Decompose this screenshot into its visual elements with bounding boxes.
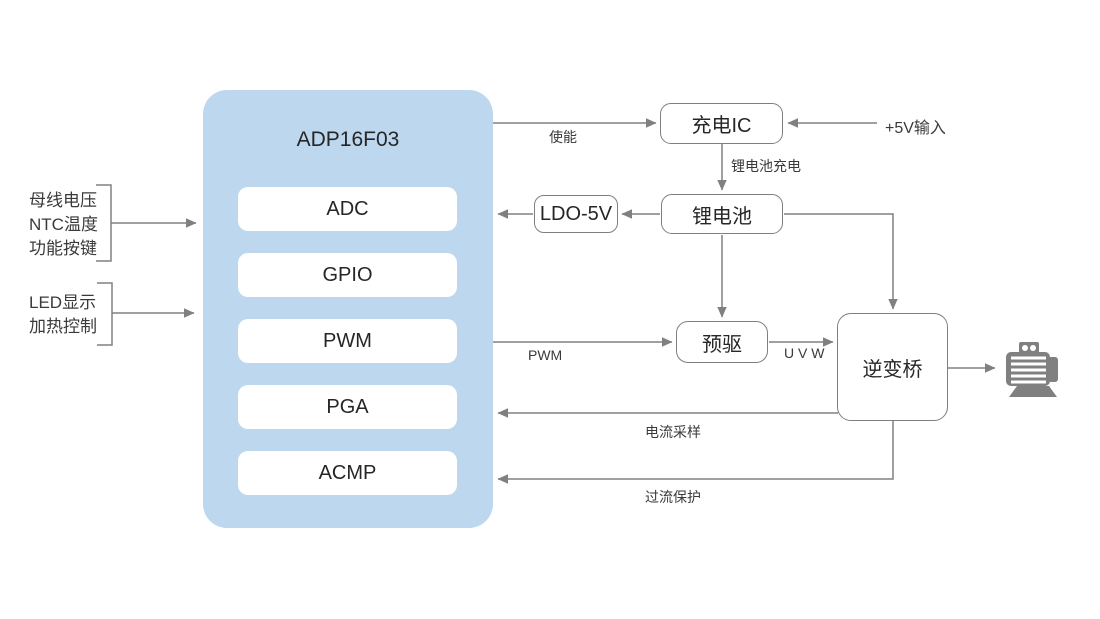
enable-label: 使能 bbox=[549, 129, 577, 145]
bracket-inputs-2 bbox=[97, 282, 113, 346]
peripheral-label: PWM bbox=[323, 329, 372, 352]
uvw-label: U V W bbox=[784, 345, 825, 361]
peripheral-adc: ADC bbox=[238, 187, 457, 231]
input-label-function-key: 功能按键 bbox=[29, 239, 97, 258]
battery-charge-label: 锂电池充电 bbox=[731, 158, 801, 174]
peripheral-pwm: PWM bbox=[238, 319, 457, 363]
inverter-bridge-label: 逆变桥 bbox=[862, 358, 923, 381]
input-label-heating-control: 加热控制 bbox=[29, 317, 97, 336]
battery-label: 锂电池 bbox=[692, 205, 752, 228]
ldo-5v-label: LDO-5V bbox=[539, 202, 613, 225]
peripheral-acmp: ACMP bbox=[238, 451, 457, 495]
current-sample-label: 电流采样 bbox=[645, 424, 701, 440]
wire-battery-inverter bbox=[784, 213, 898, 310]
peripheral-label: PGA bbox=[326, 395, 369, 418]
ldo-5v-block: LDO-5V bbox=[534, 195, 618, 233]
input-label-led-display: LED显示 bbox=[29, 293, 97, 312]
input-label-bus-voltage: 母线电压 bbox=[29, 191, 97, 210]
input-label-ntc-temp: NTC温度 bbox=[29, 215, 98, 234]
charger-ic-label: 充电IC bbox=[691, 115, 752, 137]
predriver-label: 预驱 bbox=[702, 333, 742, 356]
peripheral-gpio: GPIO bbox=[238, 253, 457, 297]
peripheral-label: ACMP bbox=[318, 461, 377, 484]
plus5v-input-label: +5V输入 bbox=[885, 120, 946, 137]
input-group-2: LED显示 加热控制 bbox=[29, 291, 97, 339]
bracket-inputs-1 bbox=[96, 184, 112, 262]
peripheral-label: ADC bbox=[326, 197, 369, 220]
pwm-wire-label: PWM bbox=[528, 347, 563, 363]
motor-icon bbox=[1006, 342, 1058, 397]
overcurrent-protect-label: 过流保护 bbox=[645, 489, 701, 505]
predriver-block: 预驱 bbox=[676, 321, 768, 363]
peripheral-pga: PGA bbox=[238, 385, 457, 429]
wire-overcurrent bbox=[497, 421, 894, 484]
input-group-1: 母线电压 NTC温度 功能按键 bbox=[29, 189, 98, 261]
inverter-bridge-block: 逆变桥 bbox=[837, 313, 948, 421]
mcu-block: ADP16F03 ADC GPIO PWM PGA ACMP bbox=[203, 90, 493, 528]
charger-ic-block: 充电IC bbox=[660, 103, 783, 144]
peripheral-label: GPIO bbox=[322, 263, 373, 286]
mcu-title: ADP16F03 bbox=[296, 128, 400, 151]
battery-block: 锂电池 bbox=[661, 194, 783, 234]
